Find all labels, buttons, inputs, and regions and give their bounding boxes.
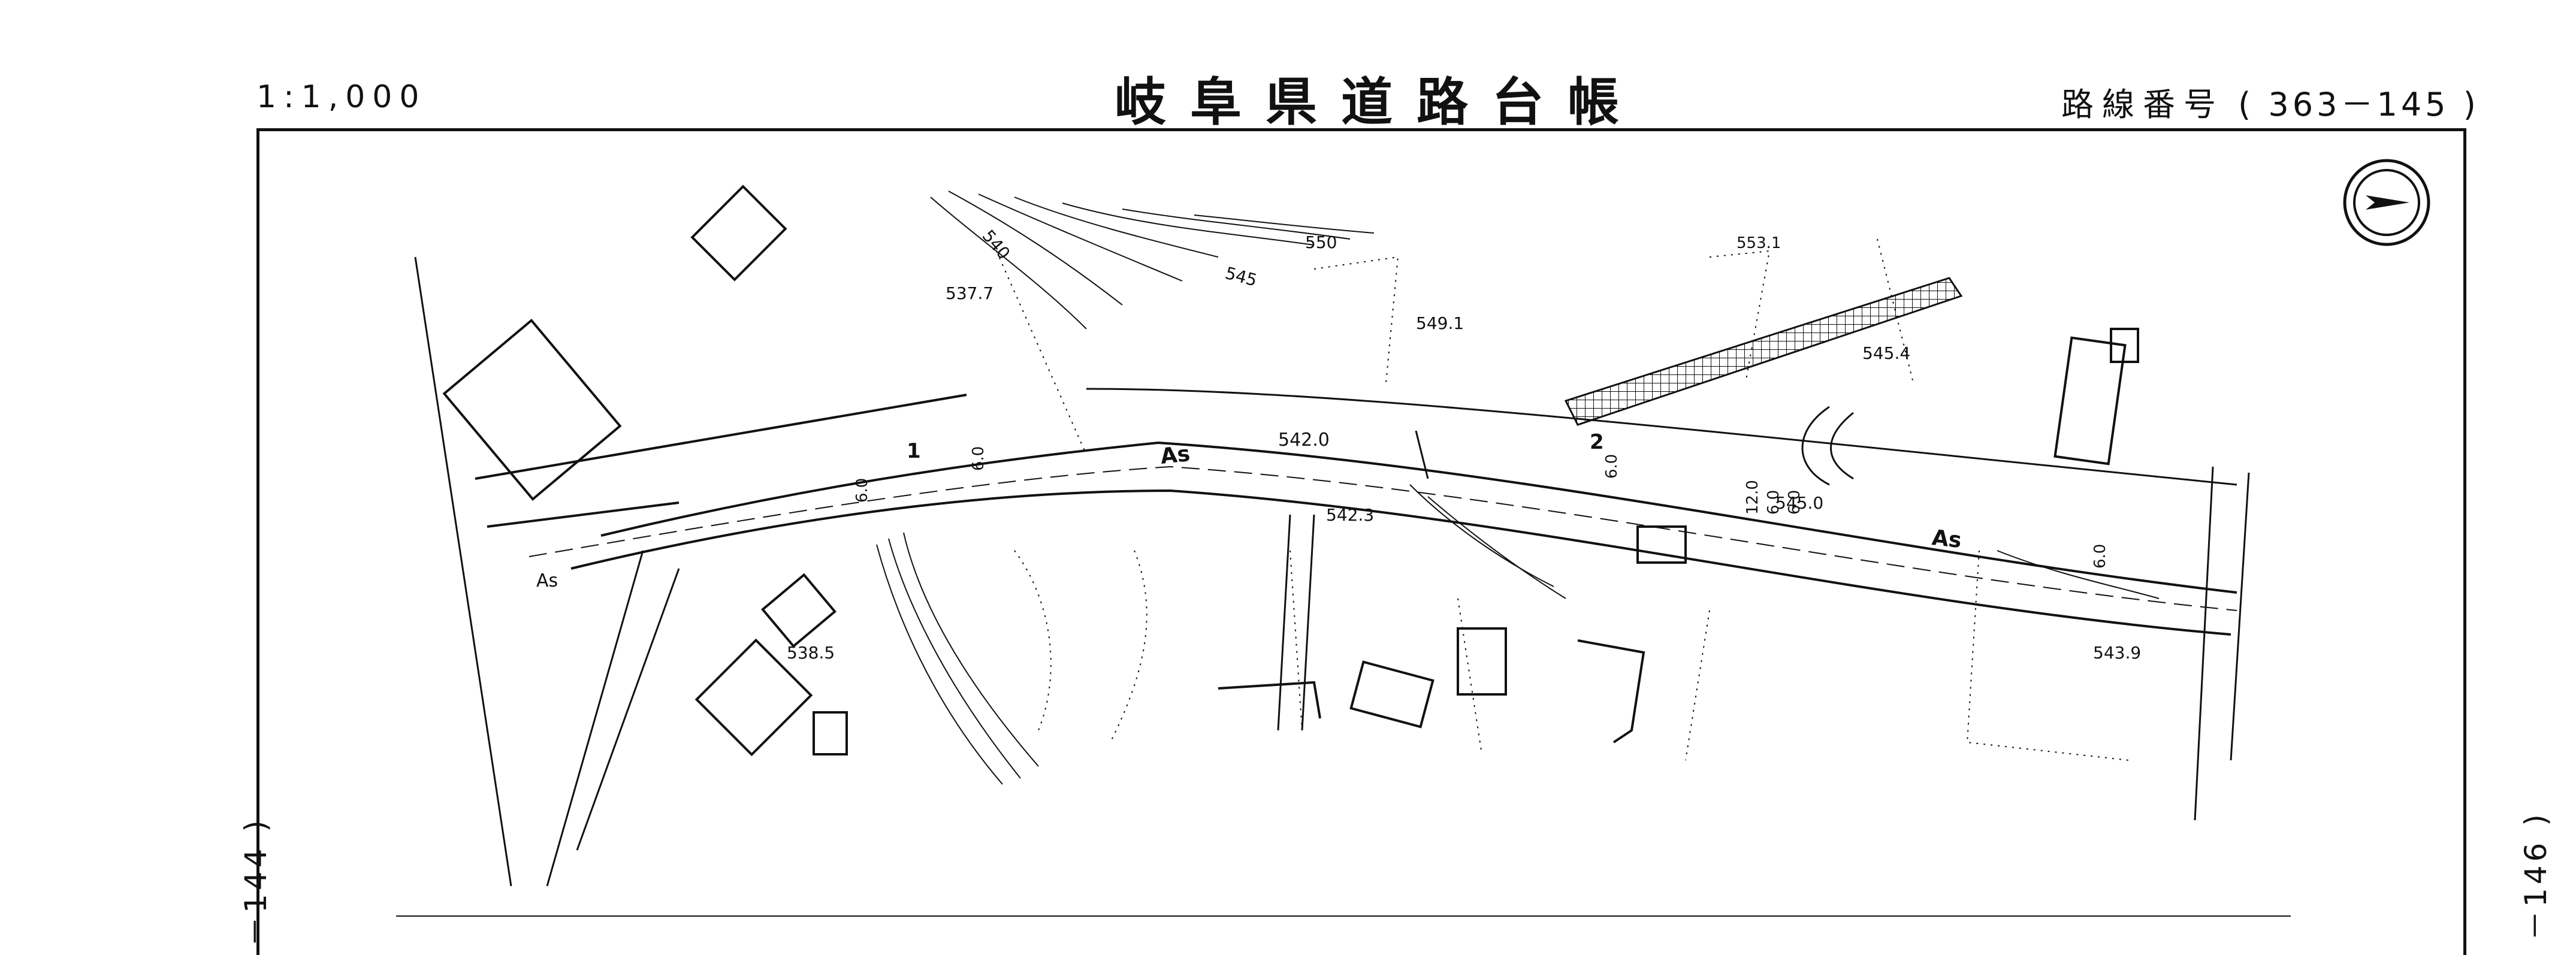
elevation-label: 542.3 bbox=[1326, 505, 1374, 525]
elevation-label: 550 bbox=[1305, 232, 1337, 252]
road-width-label: 12.0 bbox=[1744, 480, 1762, 515]
map-labels: 537.7 538.5 542.0 542.3 549.1 550 553.1 … bbox=[536, 226, 2141, 663]
elevation-label: 537.7 bbox=[946, 283, 993, 303]
road-width-label: 6.0 bbox=[970, 446, 987, 471]
section-mark: 1 bbox=[907, 439, 921, 463]
elevation-label: 542.0 bbox=[1278, 430, 1330, 451]
adjacent-sheet-left[interactable]: －144 ) bbox=[201, 803, 273, 947]
surface-label: As bbox=[536, 570, 558, 591]
road-width-label: 6.0 bbox=[1603, 454, 1621, 479]
elevation-label: 553.1 bbox=[1737, 234, 1781, 252]
map-boundary bbox=[396, 256, 2291, 917]
main-road bbox=[475, 388, 2237, 636]
road-map: 537.7 538.5 542.0 542.3 549.1 550 553.1 … bbox=[396, 159, 2430, 917]
north-arrow-icon bbox=[2343, 159, 2430, 246]
adjacent-sheet-right[interactable]: －146 ) bbox=[2481, 797, 2553, 942]
road-width-label: 6.0 bbox=[853, 478, 871, 503]
road-width-label: 6.0 bbox=[2091, 544, 2109, 569]
map-frame bbox=[256, 128, 2466, 955]
buildings bbox=[442, 185, 2139, 757]
surface-label: As bbox=[1159, 442, 1191, 469]
road-centerline bbox=[529, 466, 2237, 611]
elevation-label: 545.4 bbox=[1862, 343, 1910, 363]
retaining-wall bbox=[1564, 277, 1963, 426]
adjacent-sheet-right-label: －146 ) bbox=[2518, 811, 2553, 941]
side-roads bbox=[546, 406, 2250, 887]
page-title: 岐阜県道路台帳 bbox=[1115, 72, 1643, 132]
section-mark: 2 bbox=[1590, 430, 1604, 454]
route-number-value: ( 363－145 ) bbox=[2238, 86, 2480, 123]
elevation-label: 545.0 bbox=[1775, 493, 1823, 513]
surface-label: As bbox=[1931, 525, 1962, 553]
elevation-label: 538.5 bbox=[787, 643, 835, 663]
road-width-label: 6.0 bbox=[1765, 490, 1783, 515]
road-width-label: 6.0 bbox=[1786, 490, 1804, 515]
lot-boundaries bbox=[996, 238, 2130, 761]
route-number-label: 路線番号 bbox=[2061, 86, 2224, 123]
route-number: 路線番号 ( 363－145 ) bbox=[2061, 78, 2480, 125]
contour-label: 540 bbox=[979, 226, 1014, 263]
elevation-label: 549.1 bbox=[1416, 313, 1464, 333]
map-scale: 1:1,000 bbox=[256, 79, 427, 115]
contour-label: 545 bbox=[1223, 263, 1259, 291]
contour-lines bbox=[876, 191, 2160, 785]
elevation-label: 543.9 bbox=[2093, 643, 2141, 663]
